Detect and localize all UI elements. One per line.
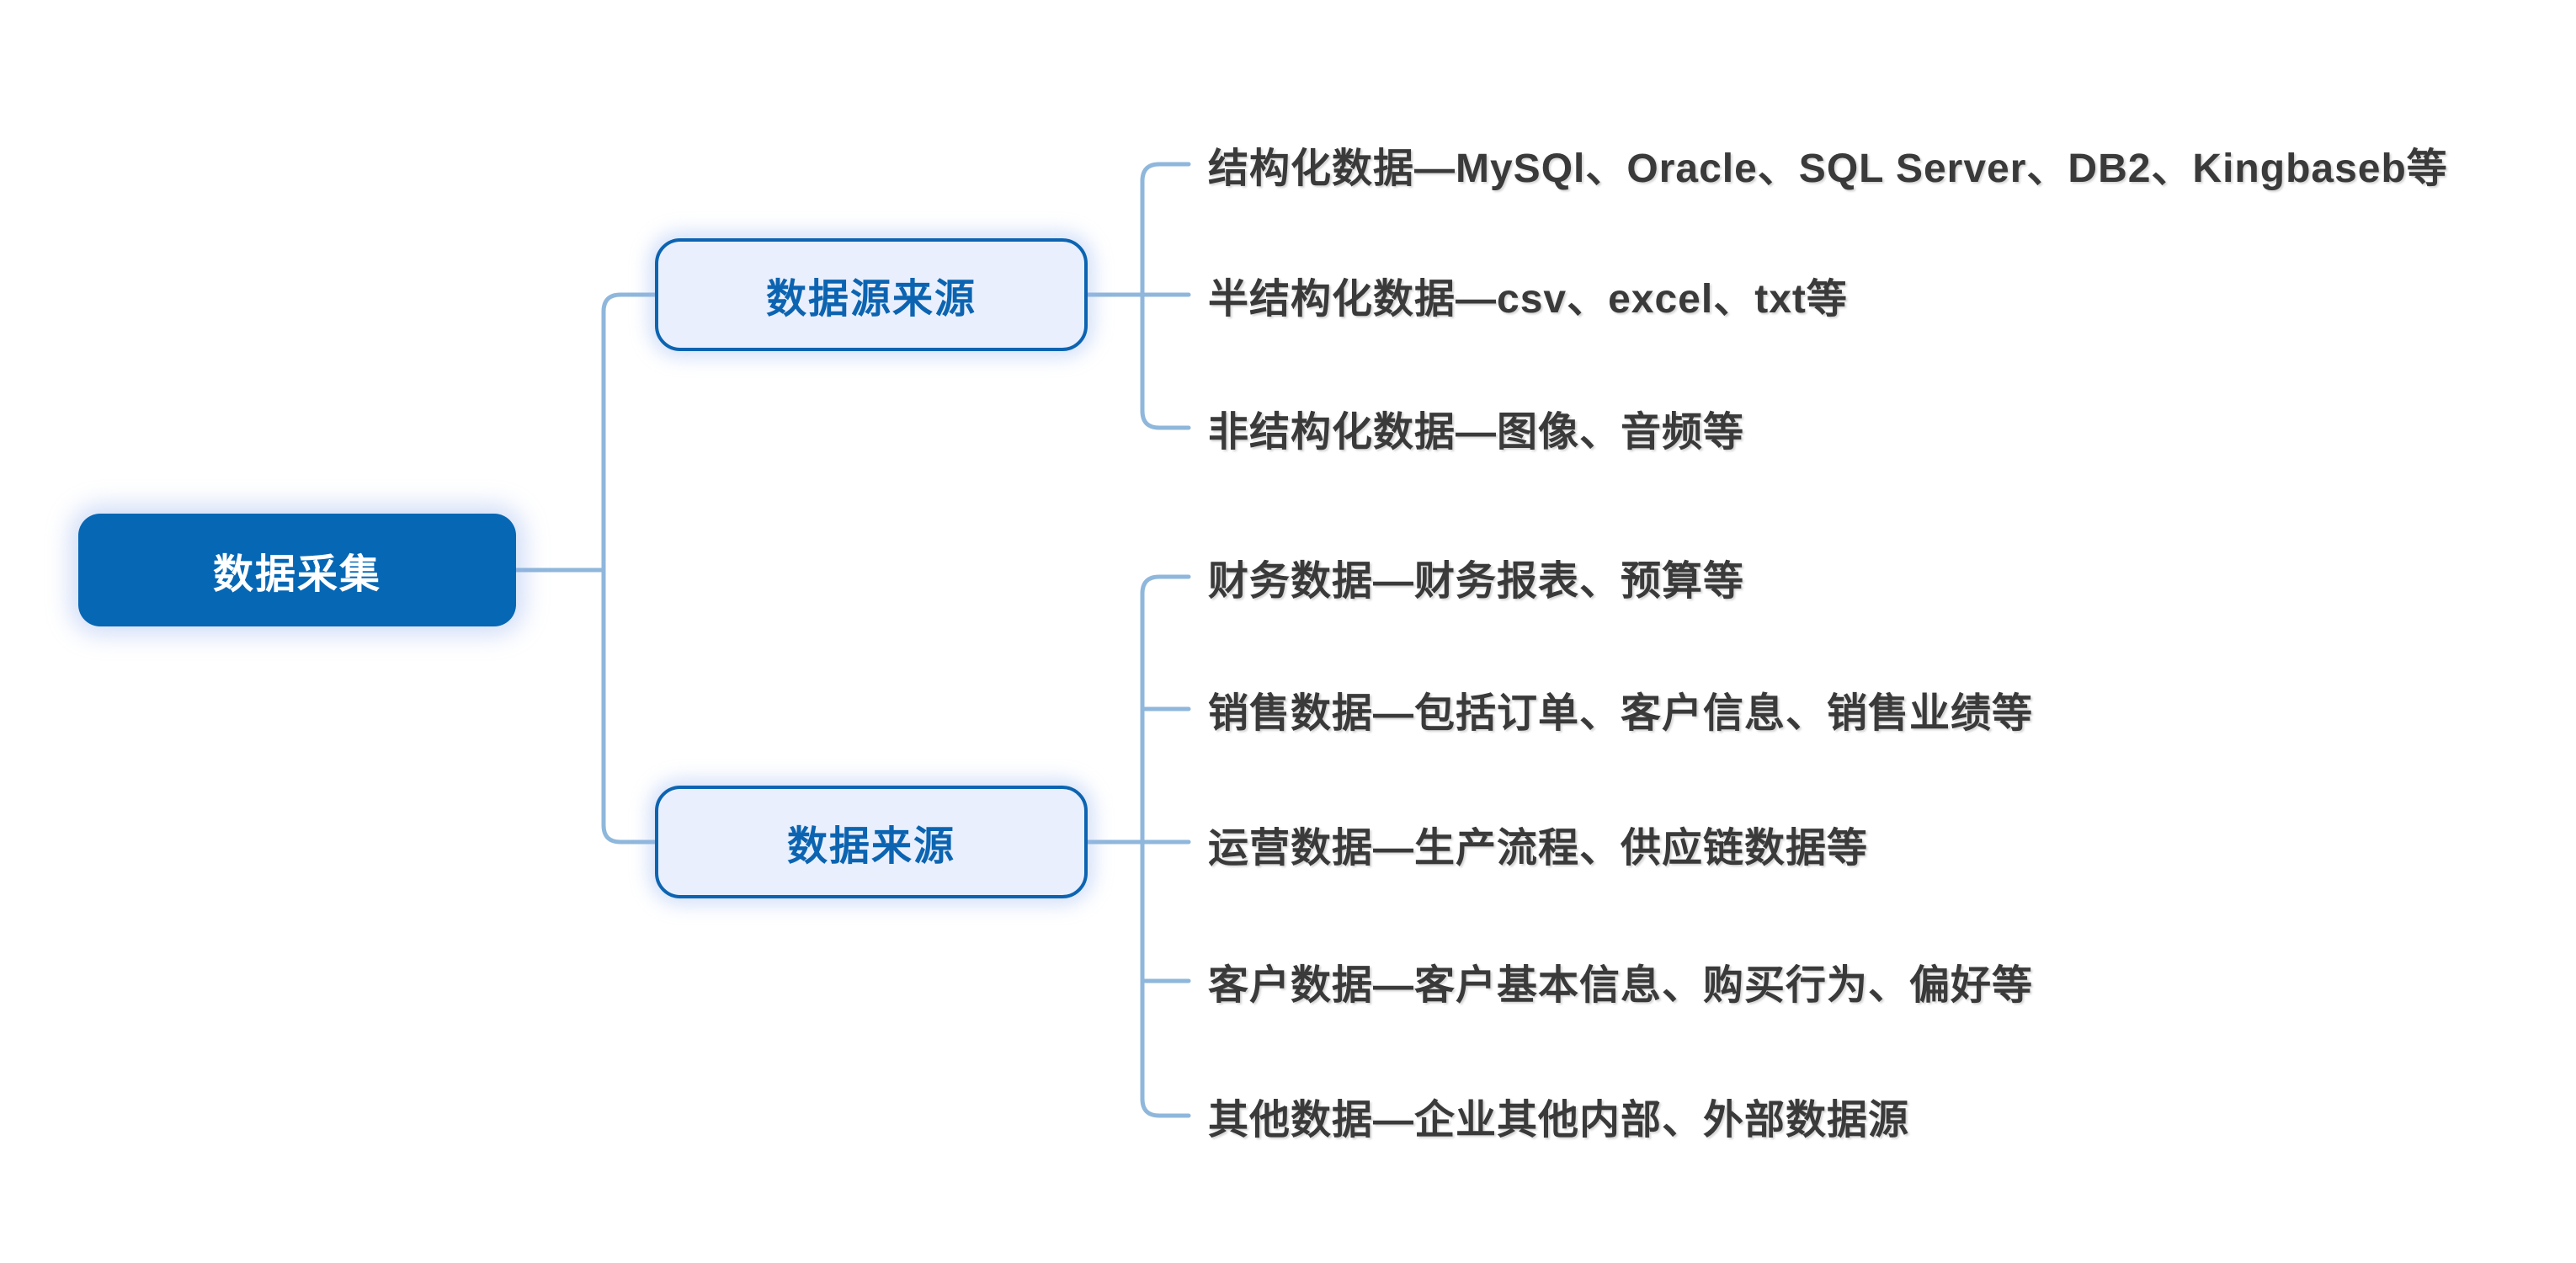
edge-branch1-rail: [1140, 162, 1191, 430]
leaf-node-customer-data[interactable]: 客户数据—客户基本信息、购买行为、偏好等: [1208, 963, 2034, 1008]
leaf-node-operations-data[interactable]: 运营数据—生产流程、供应链数据等: [1208, 826, 1869, 871]
leaf-node-sales-data[interactable]: 销售数据—包括订单、客户信息、销售业绩等: [1208, 691, 2034, 736]
leaf-node-financial-data[interactable]: 财务数据—财务报表、预算等: [1208, 559, 1745, 604]
root-node-data-collection[interactable]: 数据采集: [78, 514, 516, 626]
edge-trunk: [601, 292, 657, 845]
branch-node-data-source[interactable]: 数据来源: [655, 786, 1088, 898]
leaf-node-unstructured-data[interactable]: 非结构化数据—图像、音频等: [1208, 410, 1745, 455]
edge-branch2-rail: [1140, 574, 1191, 1118]
branch-node-label: 数据来源: [786, 824, 955, 869]
branch-node-data-source-origin[interactable]: 数据源来源: [655, 238, 1088, 351]
branch-node-label: 数据源来源: [765, 277, 977, 322]
root-node-label: 数据采集: [212, 552, 381, 597]
leaf-node-other-data[interactable]: 其他数据—企业其他内部、外部数据源: [1208, 1098, 1910, 1143]
leaf-node-semi-structured-data[interactable]: 半结构化数据—csv、excel、txt等: [1208, 277, 1848, 322]
leaf-node-structured-data[interactable]: 结构化数据—MySQl、Oracle、SQL Server、DB2、Kingba…: [1208, 147, 2448, 191]
